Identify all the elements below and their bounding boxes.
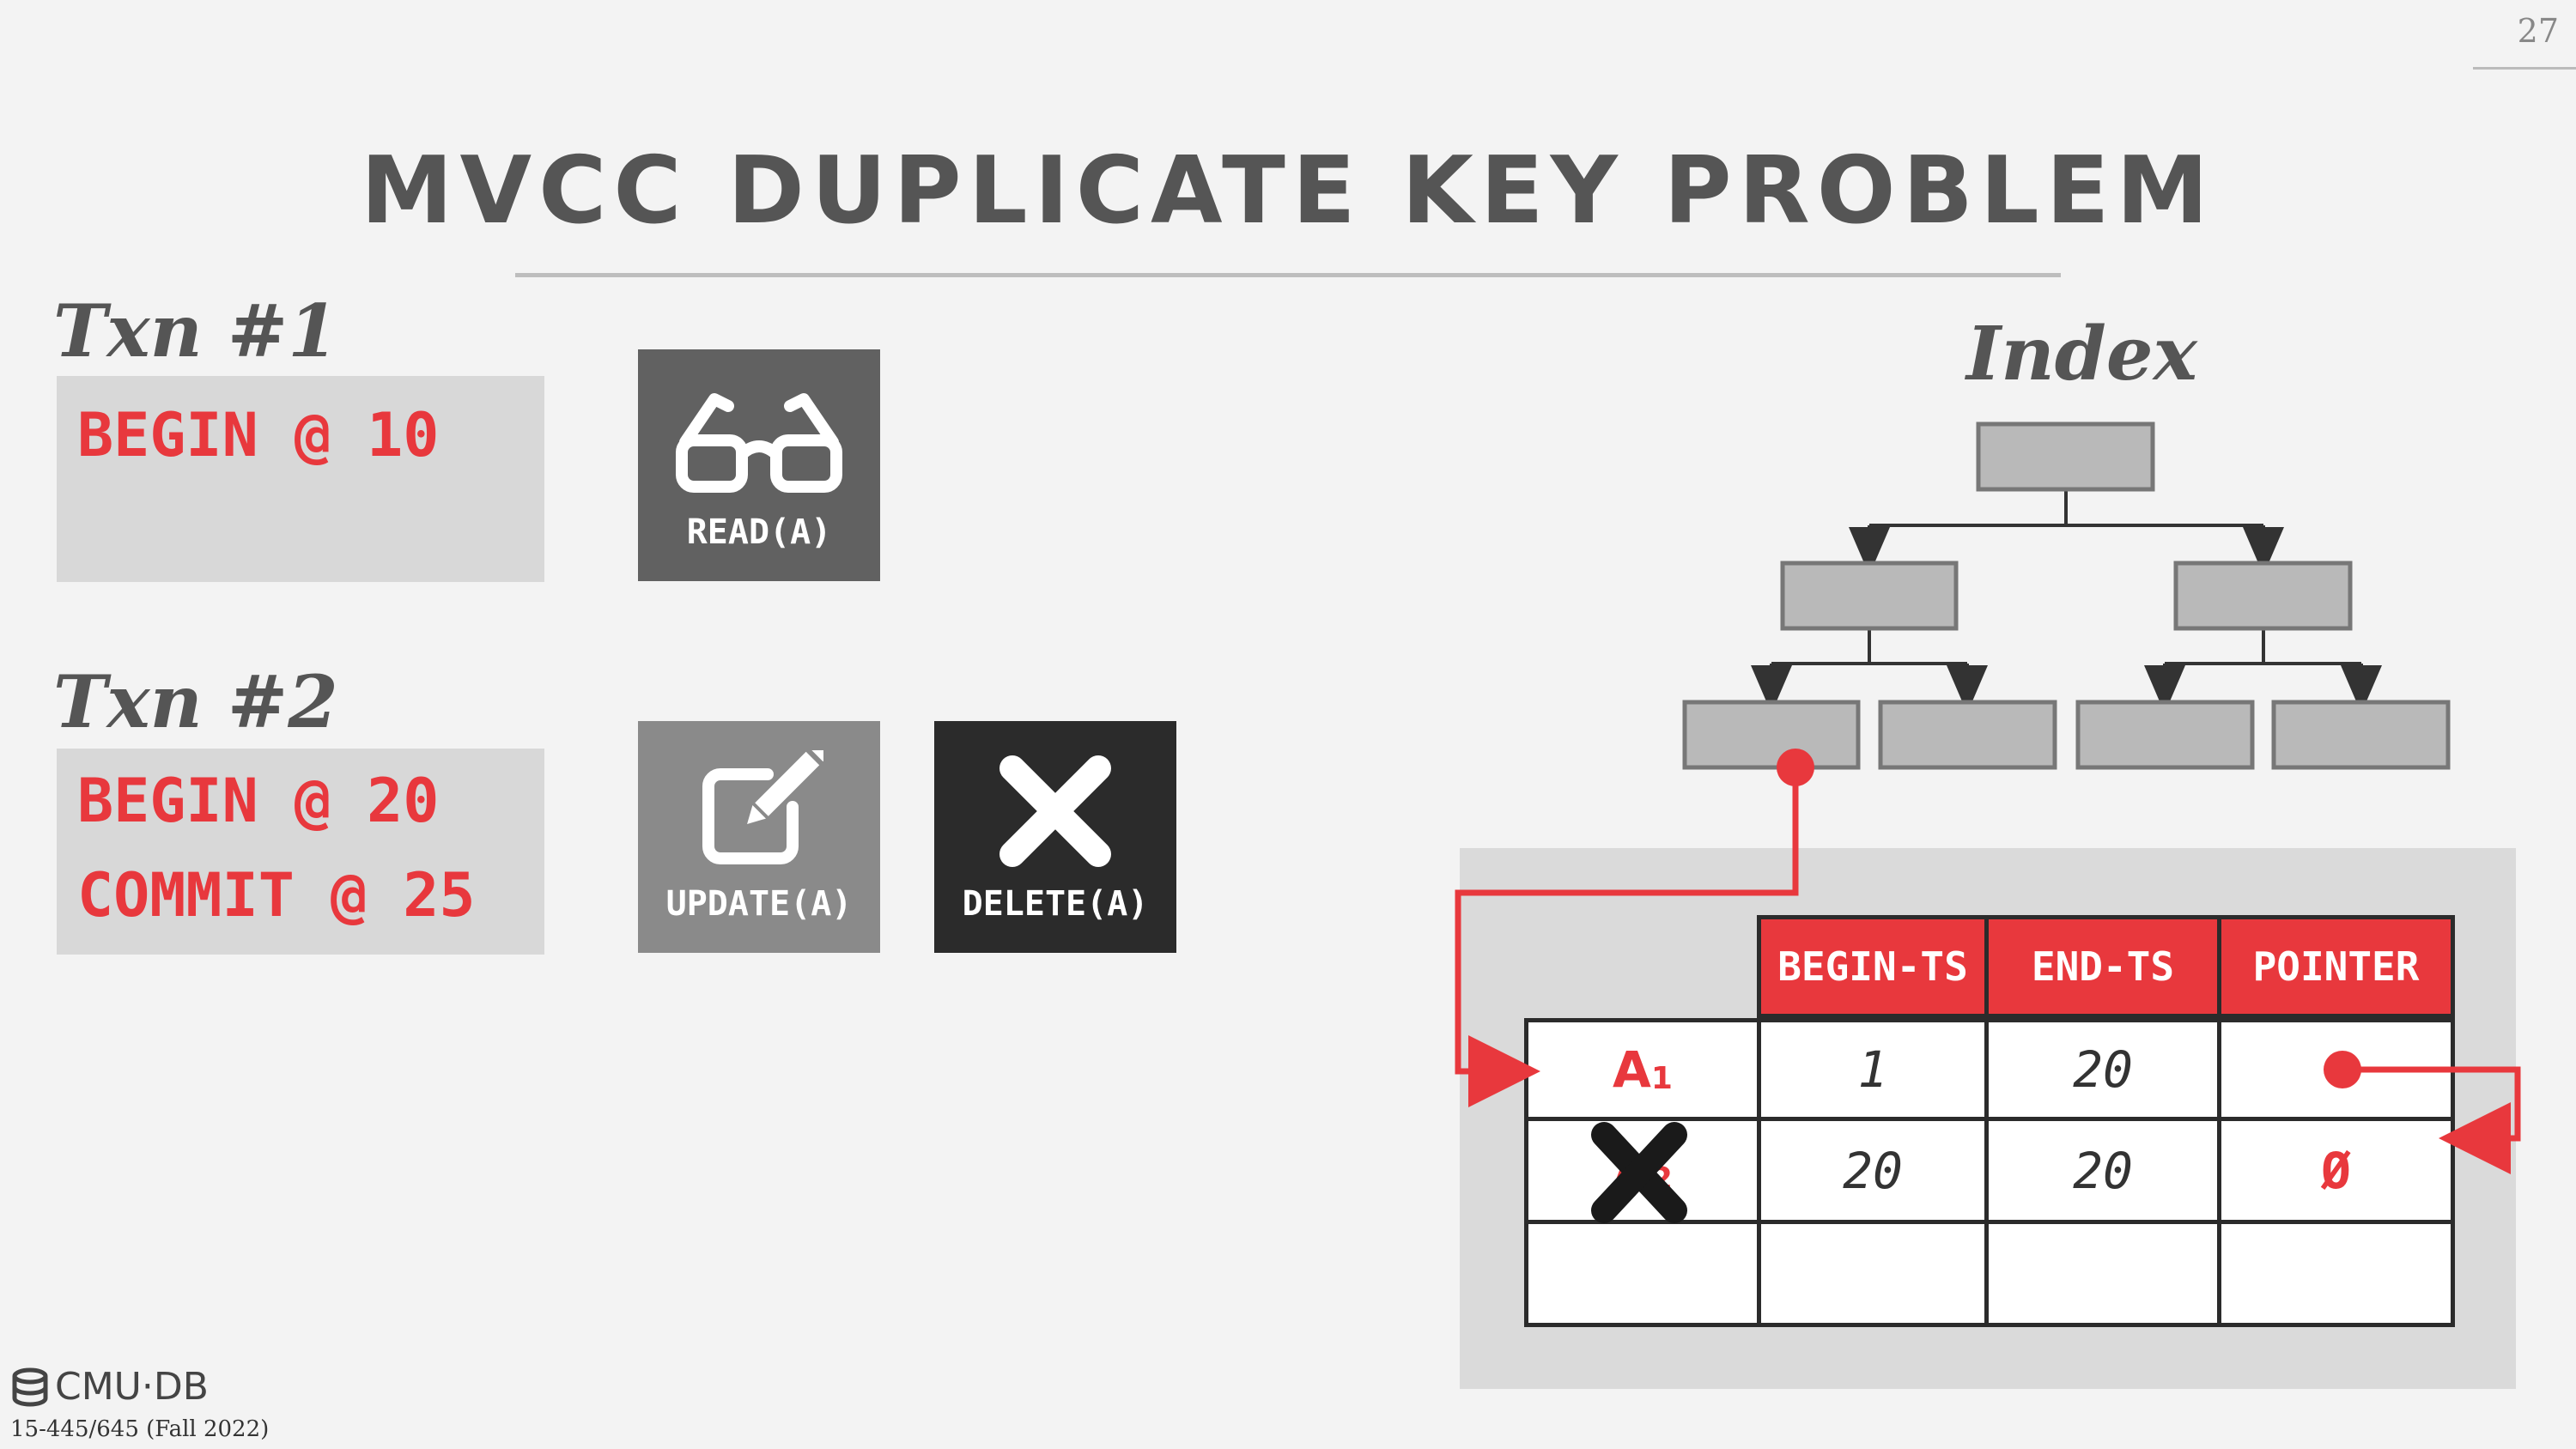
row3-begin-ts xyxy=(1757,1224,1989,1327)
title-underline xyxy=(515,273,2061,277)
glasses-icon xyxy=(676,393,842,493)
cmu-db-logo: CMU·DB xyxy=(10,1365,209,1409)
header-pointer: POINTER xyxy=(2221,915,2455,1018)
cmu-db-logo-text: CMU·DB xyxy=(55,1365,209,1409)
index-leaf-node xyxy=(2271,700,2451,770)
slide-title: MVCC DUPLICATE KEY PROBLEM xyxy=(361,137,2215,245)
slide-number-rule xyxy=(2473,67,2576,70)
row1-begin-ts: 1 xyxy=(1757,1018,1989,1121)
delete-op-tile: DELETE(A) xyxy=(934,721,1176,953)
index-inner-node xyxy=(1780,561,1959,631)
txn2-commit-line: COMMIT @ 25 xyxy=(77,860,476,931)
txn2-begin-line: BEGIN @ 20 xyxy=(77,766,440,836)
row3-pointer xyxy=(2221,1224,2455,1327)
deleted-version-x-icon xyxy=(1591,1122,1687,1223)
index-label: Index xyxy=(1966,311,2197,397)
txn1-label: Txn #1 xyxy=(53,288,338,373)
header-end-ts: END-TS xyxy=(1989,915,2221,1018)
read-op-label: READ(A) xyxy=(686,512,832,552)
txn2-box: BEGIN @ 20 COMMIT @ 25 xyxy=(57,749,544,955)
header-begin-ts: BEGIN-TS xyxy=(1757,915,1989,1018)
index-to-version-arrow xyxy=(1455,767,1799,1107)
delete-op-label: DELETE(A) xyxy=(962,884,1149,924)
database-icon xyxy=(12,1367,48,1406)
index-inner-node xyxy=(2173,561,2353,631)
row2-end-ts: 20 xyxy=(1989,1121,2221,1224)
index-root-node xyxy=(1976,421,2155,492)
edit-icon xyxy=(702,750,823,864)
index-leaf-node xyxy=(2075,700,2255,770)
read-op-tile: READ(A) xyxy=(638,349,880,581)
slide-number: 27 xyxy=(2517,12,2559,50)
version-chain-arrow xyxy=(2342,1066,2521,1174)
x-icon xyxy=(999,755,1111,867)
index-leaf-node xyxy=(1878,700,2057,770)
row3-key xyxy=(1524,1224,1757,1327)
row1-key-subscript: 1 xyxy=(1650,1060,1673,1096)
index-leaf-node xyxy=(1682,700,1861,770)
row2-begin-ts: 20 xyxy=(1757,1121,1989,1224)
course-label: 15-445/645 (Fall 2022) xyxy=(10,1416,270,1442)
txn2-label: Txn #2 xyxy=(53,659,338,744)
update-op-label: UPDATE(A) xyxy=(665,884,853,924)
txn1-begin-line: BEGIN @ 10 xyxy=(77,400,440,470)
row1-end-ts: 20 xyxy=(1989,1018,2221,1121)
row1-key-letter: A xyxy=(1613,1040,1651,1099)
row3-end-ts xyxy=(1989,1224,2221,1327)
txn1-box: BEGIN @ 10 xyxy=(57,376,544,582)
update-op-tile: UPDATE(A) xyxy=(638,721,880,953)
